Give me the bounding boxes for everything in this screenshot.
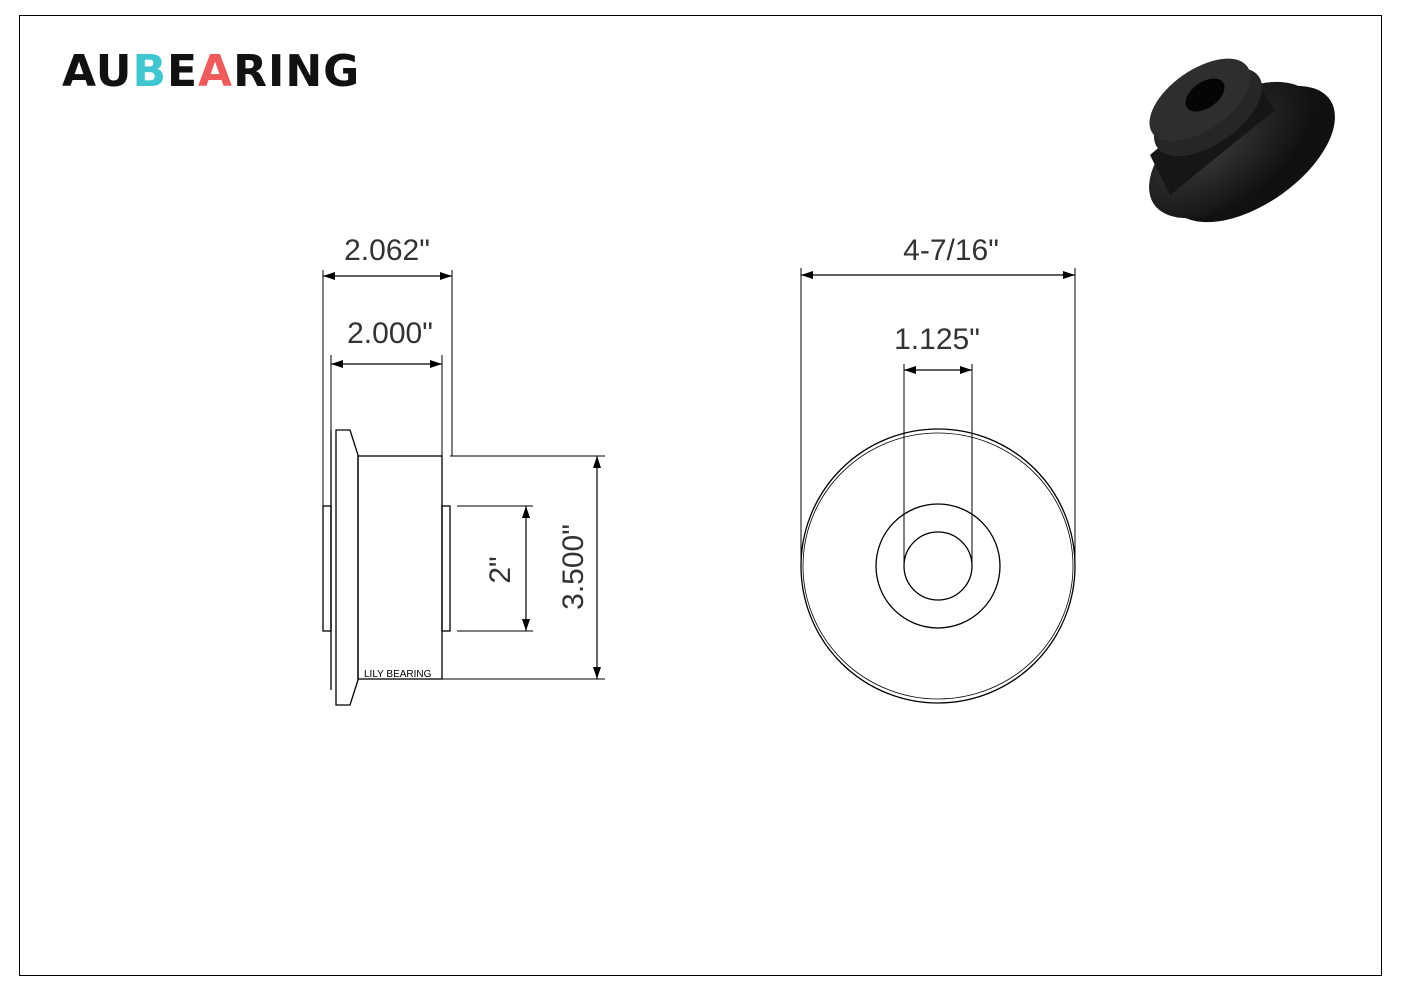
bore-stub-left xyxy=(322,505,332,632)
logo-part: E xyxy=(166,46,199,97)
flange-profile xyxy=(335,429,359,706)
side-view xyxy=(322,270,605,706)
drawing-border xyxy=(19,15,1382,976)
aubearing-logo: AUBEARING xyxy=(62,46,360,98)
logo-part: RING xyxy=(233,46,361,97)
bushing-3d-icon xyxy=(1149,58,1335,223)
dimension-label-flange-diameter: 4-7/16" xyxy=(903,234,999,267)
dimension-label-overall-length: 2.062" xyxy=(344,234,430,267)
dimension-label-body-length: 2.000" xyxy=(347,317,433,350)
flange-outer-circle xyxy=(800,428,1076,704)
front-view xyxy=(800,268,1076,704)
hub-circle xyxy=(875,503,1001,629)
body-profile xyxy=(357,455,443,680)
logo-part: A xyxy=(198,46,234,97)
dimension-label-inner-diameter: 1.125" xyxy=(894,323,980,356)
dimension-label-bore: 2" xyxy=(484,556,517,583)
dimension-label-outer-diameter: 3.500" xyxy=(557,524,590,610)
bore-stub-right xyxy=(441,505,451,632)
logo-part: AU xyxy=(62,46,133,97)
logo-part: B xyxy=(132,46,167,97)
bore-circle xyxy=(903,531,973,601)
part-label: LILY BEARING xyxy=(364,669,432,680)
